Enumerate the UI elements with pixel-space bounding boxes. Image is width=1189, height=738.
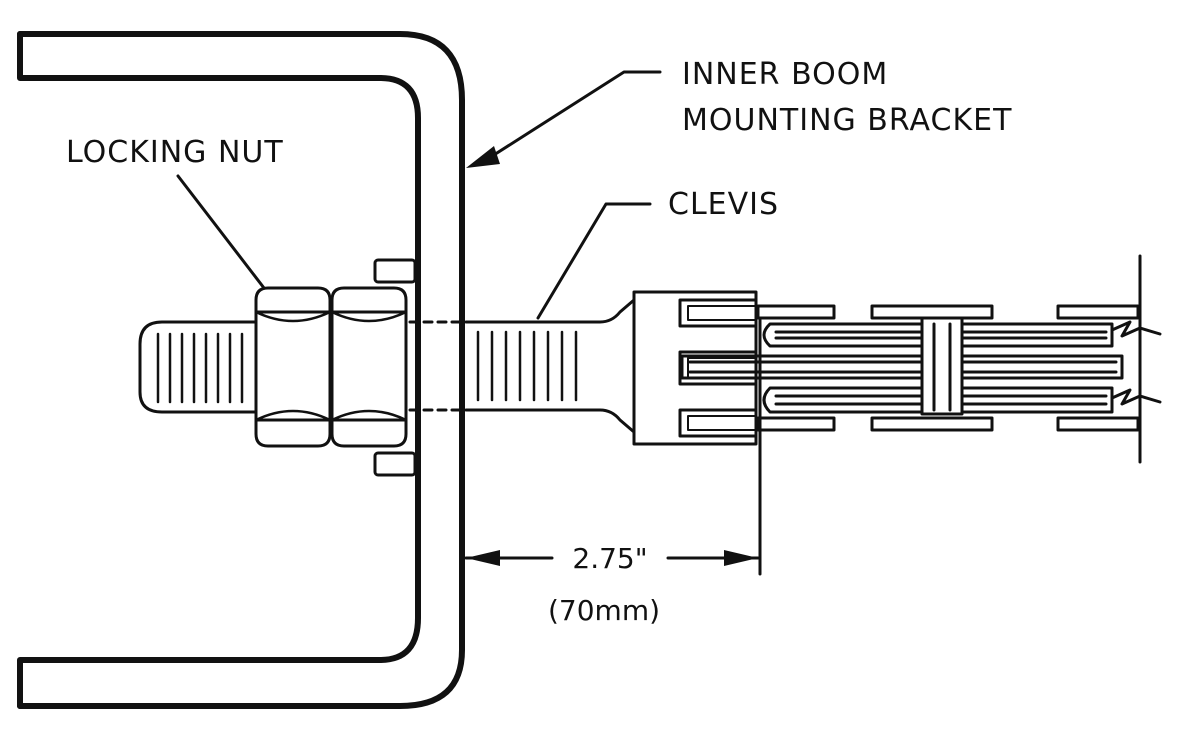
threaded-rod-left (138, 320, 262, 414)
dimension-metric: (70mm) (548, 594, 660, 627)
label-clevis: CLEVIS (668, 187, 779, 222)
dimension-line: 2.75" (70mm) (464, 318, 762, 627)
dimension-arrow-left (466, 550, 500, 566)
dimension-arrow-right (724, 550, 758, 566)
label-mounting-bracket: MOUNTING BRACKET (682, 103, 1012, 138)
clevis-shank (464, 298, 636, 434)
leader-clevis (536, 202, 652, 320)
washer (373, 258, 417, 477)
label-inner-boom: INNER BOOM (682, 57, 888, 92)
hex-nut-outer (254, 286, 332, 448)
inner-boom-mounting-bracket (17, 31, 465, 709)
leader-lines (176, 70, 662, 320)
boom-link-plates (680, 254, 1162, 464)
hidden-rod-section (408, 320, 464, 412)
dimension-imperial: 2.75" (572, 542, 647, 575)
clevis-body (632, 290, 758, 446)
leader-arrow-inner-boom (466, 146, 500, 168)
hex-nut-inner (330, 286, 408, 448)
leader-locking-nut (176, 174, 266, 290)
leader-inner-boom (484, 70, 662, 162)
locking-nut (254, 286, 408, 448)
labels: INNER BOOM MOUNTING BRACKET LOCKING NUT … (66, 57, 1012, 222)
label-locking-nut: LOCKING NUT (66, 135, 284, 170)
